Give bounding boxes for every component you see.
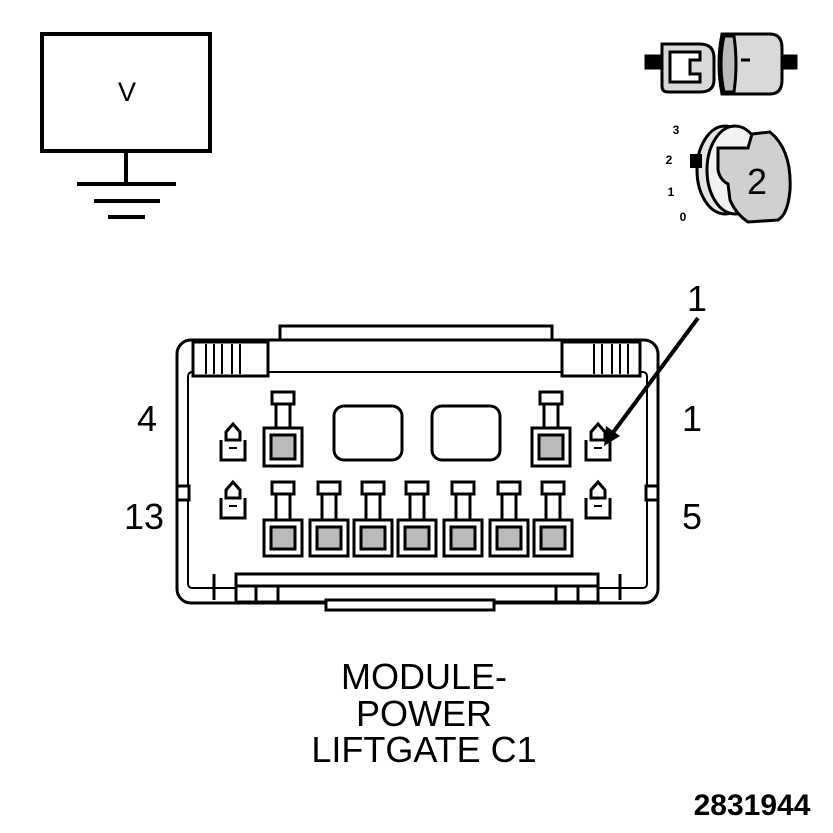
ignition-key-icon <box>690 124 792 224</box>
caption-line-2: POWER <box>356 693 492 734</box>
pin-cavity-6 <box>532 480 574 558</box>
pin-cavity-5 <box>584 479 612 520</box>
pin-label-4: 4 <box>137 398 157 439</box>
voltmeter-label: V <box>118 77 136 107</box>
pin-cavity-7 <box>488 480 530 558</box>
pin-row-bottom <box>219 479 612 558</box>
pin-cavity-11 <box>308 480 350 558</box>
key-selected-position: 2 <box>747 161 767 202</box>
pin-row-top <box>219 390 612 468</box>
figure-id: 2831944 <box>694 789 811 822</box>
pin-cavity-9 <box>396 480 438 558</box>
pin-cavity-13 <box>219 479 247 520</box>
connector-body <box>175 324 660 612</box>
pin-cavity-8 <box>442 480 484 558</box>
pin-label-1: 1 <box>682 398 702 439</box>
pin-1-callout-arrow <box>604 316 700 446</box>
pin-label-13: 13 <box>124 496 164 537</box>
key-position-2: 2 <box>666 153 673 167</box>
voltmeter-symbol <box>40 32 212 219</box>
key-position-0: 0 <box>680 210 687 224</box>
key-position-3: 3 <box>673 123 680 137</box>
pin-cavity-2 <box>530 390 572 468</box>
callout-label-1: 1 <box>687 278 707 319</box>
caption-line-3: LIFTGATE C1 <box>311 729 536 770</box>
pin-cavity-3 <box>262 390 304 468</box>
pin-label-5: 5 <box>682 496 702 537</box>
key-position-1: 1 <box>668 185 675 199</box>
pin-cavity-1 <box>584 421 612 462</box>
pin-cavity-10 <box>352 480 394 558</box>
pin-cavity-12 <box>262 480 304 558</box>
caption-line-1: MODULE- <box>341 656 507 697</box>
connector-halves-icon <box>644 32 798 96</box>
pin-cavity-4 <box>219 421 247 462</box>
